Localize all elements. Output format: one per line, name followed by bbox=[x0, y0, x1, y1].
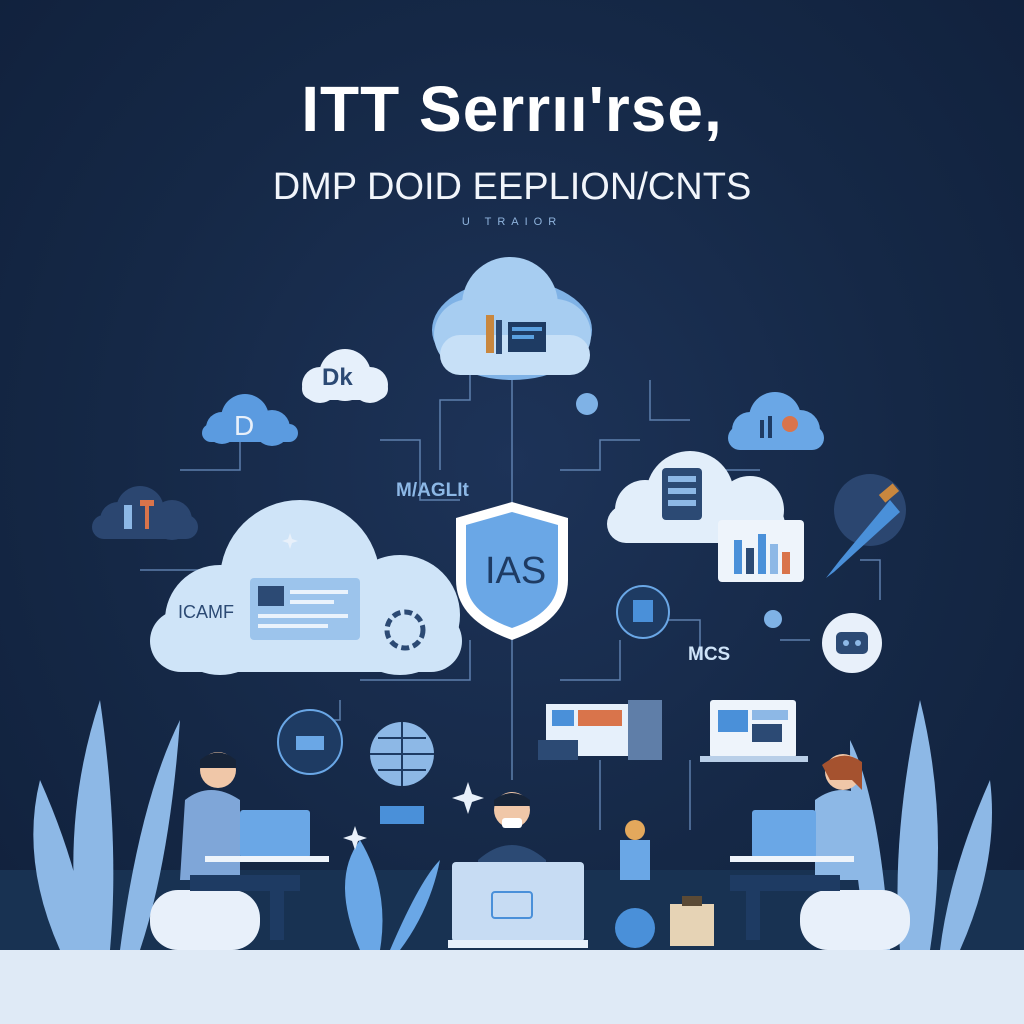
box-icon bbox=[670, 896, 714, 946]
tagline: U TRAIOR bbox=[461, 216, 563, 228]
floor bbox=[0, 950, 1024, 1024]
cloud-large-left-icon bbox=[150, 500, 462, 675]
plant-left bbox=[33, 700, 180, 950]
page-subtitle: DMP DOID EEPLION/CNTS bbox=[272, 166, 752, 208]
network-lines bbox=[140, 330, 881, 830]
plant-center bbox=[345, 840, 440, 950]
gear-icon bbox=[616, 585, 670, 639]
laptop-icon bbox=[700, 700, 808, 762]
dashboard-window-icon bbox=[538, 700, 662, 760]
cloud-d-icon bbox=[202, 394, 298, 446]
cloud-dk-icon bbox=[302, 349, 388, 403]
page-title: ITT Serrıı'rse, bbox=[301, 73, 723, 145]
cloud-chart-icon bbox=[728, 392, 824, 450]
person-center bbox=[448, 792, 588, 948]
orb-small-icon bbox=[764, 610, 782, 628]
mcs-label: MCS bbox=[688, 644, 731, 665]
person-left bbox=[150, 752, 329, 950]
cloud-label: ICAMF bbox=[178, 602, 234, 622]
pen-icon bbox=[826, 474, 906, 578]
cloud-tools-icon bbox=[432, 257, 592, 380]
bar-chart-icon bbox=[718, 520, 804, 582]
globe-icon bbox=[370, 722, 434, 824]
magic-label: M/AGLIt bbox=[396, 480, 469, 501]
sensor-icon bbox=[277, 709, 343, 775]
shield-icon bbox=[456, 502, 568, 640]
robot-icon bbox=[822, 613, 882, 673]
sparkles bbox=[282, 533, 484, 850]
person-right bbox=[730, 754, 910, 950]
d-label: D bbox=[234, 410, 255, 441]
cloud-small-left-icon bbox=[92, 486, 198, 540]
lamp-icon bbox=[615, 820, 655, 948]
orb-icon bbox=[576, 393, 598, 415]
dk-label: Dk bbox=[322, 364, 353, 391]
shield-label: IAS bbox=[485, 550, 547, 592]
